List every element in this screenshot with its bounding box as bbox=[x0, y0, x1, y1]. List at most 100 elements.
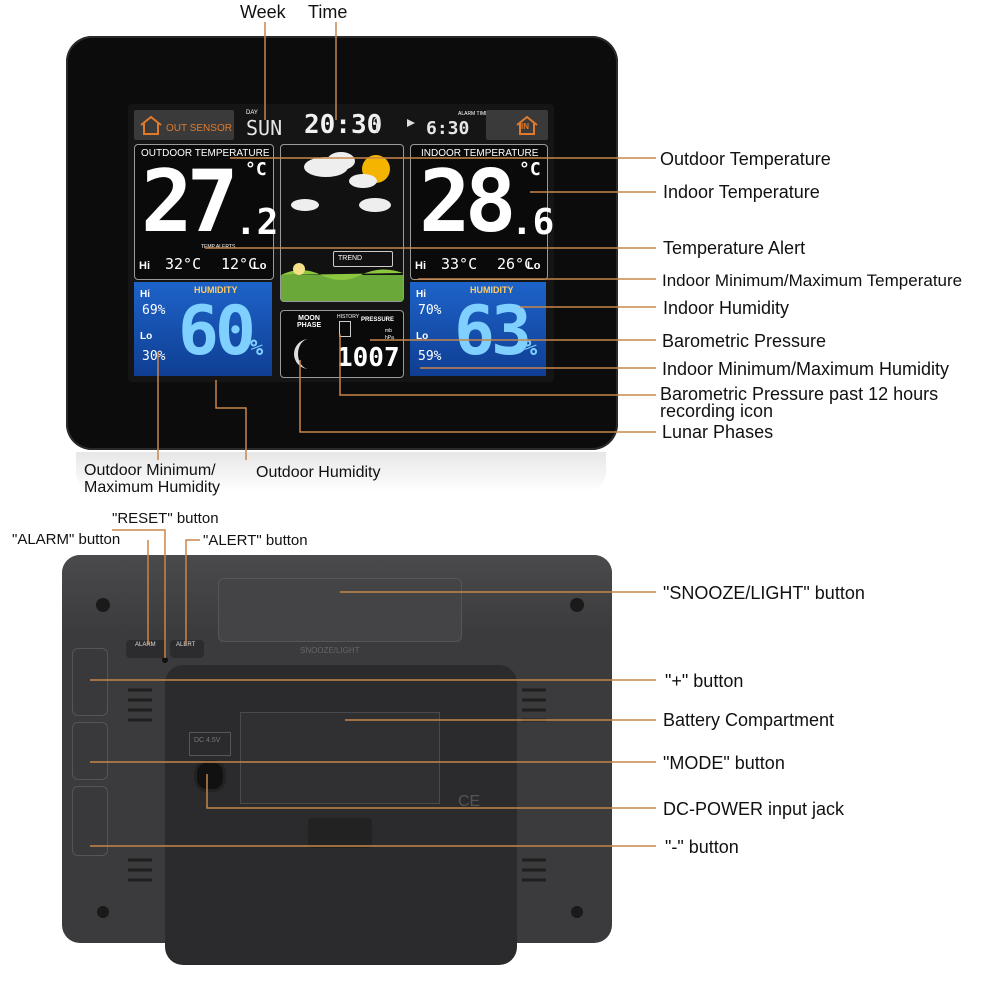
outdoor-hi-value: 32°C bbox=[165, 255, 202, 273]
leader-alert bbox=[185, 539, 200, 645]
leader-outdoor-humidity bbox=[215, 380, 247, 460]
dc-label-box: DC 4.5V bbox=[189, 732, 231, 756]
outdoor-humidity-panel: HUMIDITY Hi 69% Lo 30% 60 % bbox=[134, 282, 272, 376]
callout-outdoor-min-max-humidity-line1: Outdoor Minimum/ bbox=[84, 462, 216, 479]
indoor-hi-value: 33°C bbox=[441, 255, 478, 273]
outdoor-temperature-panel: OUTDOOR TEMPERATURE 27 .2 °C TEMP ALERTS… bbox=[134, 144, 278, 280]
indoor-humidity-value: 63 bbox=[454, 292, 532, 371]
indoor-hi-label: Hi bbox=[415, 260, 426, 272]
outdoor-lo-label: Lo bbox=[253, 260, 267, 272]
outdoor-humidity-max: 69% bbox=[142, 303, 166, 318]
callout-pressure-history-line2: recording icon bbox=[660, 401, 774, 421]
snooze-light-engraving: SNOOZE/LIGHT bbox=[300, 646, 360, 655]
alarm-time-value: 6:30 bbox=[426, 118, 470, 139]
outdoor-temperature-value: 27 bbox=[141, 152, 239, 252]
out-sensor-box: OUT SENSOR bbox=[134, 110, 234, 140]
indoor-temperature-value: 28 bbox=[419, 152, 517, 252]
callout-lunar-phases: Lunar Phases bbox=[662, 422, 774, 442]
callout-mode-button: "MODE" button bbox=[663, 753, 785, 773]
mode-side-key[interactable] bbox=[72, 722, 108, 780]
callout-plus-button: "+" button bbox=[665, 671, 744, 691]
moon-icon bbox=[294, 339, 309, 369]
alarm-key-label: ALARM bbox=[135, 642, 156, 648]
snooze-light-key[interactable] bbox=[218, 578, 462, 642]
ce-mark: CE bbox=[458, 793, 481, 810]
indoor-humidity-max: 70% bbox=[418, 303, 442, 318]
trend-box: TREND bbox=[333, 251, 393, 267]
weather-illustration bbox=[281, 152, 403, 301]
callout-indoor-min-max-temperature: Indoor Minimum/Maximum Temperature bbox=[662, 271, 963, 290]
leader-lunar-phases bbox=[299, 360, 656, 433]
indoor-lo-label: Lo bbox=[527, 260, 541, 272]
callout-indoor-min-max-humidity: Indoor Minimum/Maximum Humidity bbox=[662, 359, 950, 379]
outdoor-temperature-unit: °C bbox=[245, 159, 267, 180]
lcd-screen: OUT SENSOR DAY SUN 20:30 ALARM TIME 6:30… bbox=[128, 104, 554, 382]
battery-compartment-cover[interactable] bbox=[240, 712, 440, 804]
indoor-humidity-panel: HUMIDITY Hi 70% Lo 59% 63 % bbox=[410, 282, 546, 376]
pressure-label: PRESSURE bbox=[361, 317, 395, 323]
callout-dc-power-jack: DC-POWER input jack bbox=[663, 799, 845, 819]
day-label: DAY bbox=[246, 110, 258, 116]
callout-snooze-light-button: "SNOOZE/LIGHT" button bbox=[663, 583, 865, 603]
reset-pinhole[interactable] bbox=[162, 657, 168, 663]
outdoor-humidity-min: 30% bbox=[142, 349, 166, 364]
out-sensor-label: OUT SENSOR bbox=[166, 123, 232, 134]
callout-time: Time bbox=[308, 2, 348, 22]
day-value: SUN bbox=[246, 116, 283, 140]
leader-pressure-history bbox=[339, 334, 656, 396]
callout-week: Week bbox=[240, 2, 286, 22]
indoor-humidity-unit: % bbox=[524, 336, 538, 361]
weather-forecast-panel: TREND bbox=[280, 144, 404, 302]
indoor-house-icon bbox=[516, 115, 538, 135]
indoor-temperature-panel: INDOOR TEMPERATURE 28 .6 °C Hi 33°C 26°C… bbox=[410, 144, 554, 280]
signal-icon bbox=[373, 117, 381, 133]
indoor-label: IN bbox=[521, 122, 529, 131]
callout-minus-button: "-" button bbox=[665, 837, 739, 857]
pressure-unit-hpa: hPa bbox=[385, 335, 394, 341]
minus-side-key[interactable] bbox=[72, 786, 108, 856]
callout-outdoor-min-max-humidity-line2: Maximum Humidity bbox=[84, 479, 221, 496]
leader-dc-jack bbox=[206, 774, 656, 809]
outdoor-temperature-title: OUTDOOR TEMPERATURE bbox=[141, 148, 270, 159]
indoor-temperature-title: INDOOR TEMPERATURE bbox=[421, 148, 539, 159]
callout-reset-button: "RESET" button bbox=[112, 510, 219, 527]
history-label: HISTORY bbox=[337, 314, 360, 320]
callout-outdoor-humidity: Outdoor Humidity bbox=[256, 464, 381, 481]
plus-side-key[interactable] bbox=[72, 648, 108, 716]
outdoor-humidity-unit: % bbox=[250, 336, 264, 361]
callout-alert-button: "ALERT" button bbox=[203, 532, 308, 549]
alarm-bell-icon bbox=[407, 119, 415, 127]
outdoor-humidity-value: 60 bbox=[178, 292, 256, 371]
indoor-humidity-title: HUMIDITY bbox=[470, 285, 514, 295]
trend-label: TREND bbox=[338, 255, 363, 262]
indoor-temperature-unit: °C bbox=[519, 159, 541, 180]
indoor-hum-lo-label: Lo bbox=[416, 331, 429, 342]
callout-pressure-history-line1: Barometric Pressure past 12 hours bbox=[660, 384, 939, 404]
clock-time: 20:30 bbox=[304, 110, 383, 140]
leader-reset bbox=[112, 529, 166, 658]
alarm-key[interactable]: ALARM bbox=[126, 640, 166, 658]
outdoor-humidity-title: HUMIDITY bbox=[194, 285, 238, 295]
alarm-time-label: ALARM TIME bbox=[458, 111, 489, 117]
front-device-reflection bbox=[76, 452, 606, 492]
house-icon bbox=[140, 115, 162, 135]
indoor-box: IN bbox=[486, 110, 548, 140]
callout-temperature-alert: Temperature Alert bbox=[663, 238, 806, 258]
callout-battery-compartment: Battery Compartment bbox=[663, 710, 835, 730]
callout-barometric-pressure: Barometric Pressure bbox=[662, 331, 827, 351]
moon-phase-label: MOON PHASE bbox=[297, 315, 322, 329]
callout-outdoor-temperature: Outdoor Temperature bbox=[660, 149, 831, 169]
outdoor-hum-hi-label: Hi bbox=[140, 289, 150, 300]
outdoor-hum-lo-label: Lo bbox=[140, 331, 153, 342]
pressure-unit-mb: mb bbox=[385, 328, 392, 334]
callout-indoor-humidity: Indoor Humidity bbox=[663, 298, 790, 318]
history-icon bbox=[339, 321, 351, 337]
indoor-hum-hi-label: Hi bbox=[416, 289, 426, 300]
indoor-temperature-decimal: .6 bbox=[511, 202, 554, 243]
pressure-value: 1007 bbox=[337, 343, 400, 373]
stand-hinge bbox=[308, 818, 372, 848]
dc-label: DC 4.5V bbox=[194, 737, 221, 744]
callout-indoor-temperature: Indoor Temperature bbox=[663, 182, 820, 202]
